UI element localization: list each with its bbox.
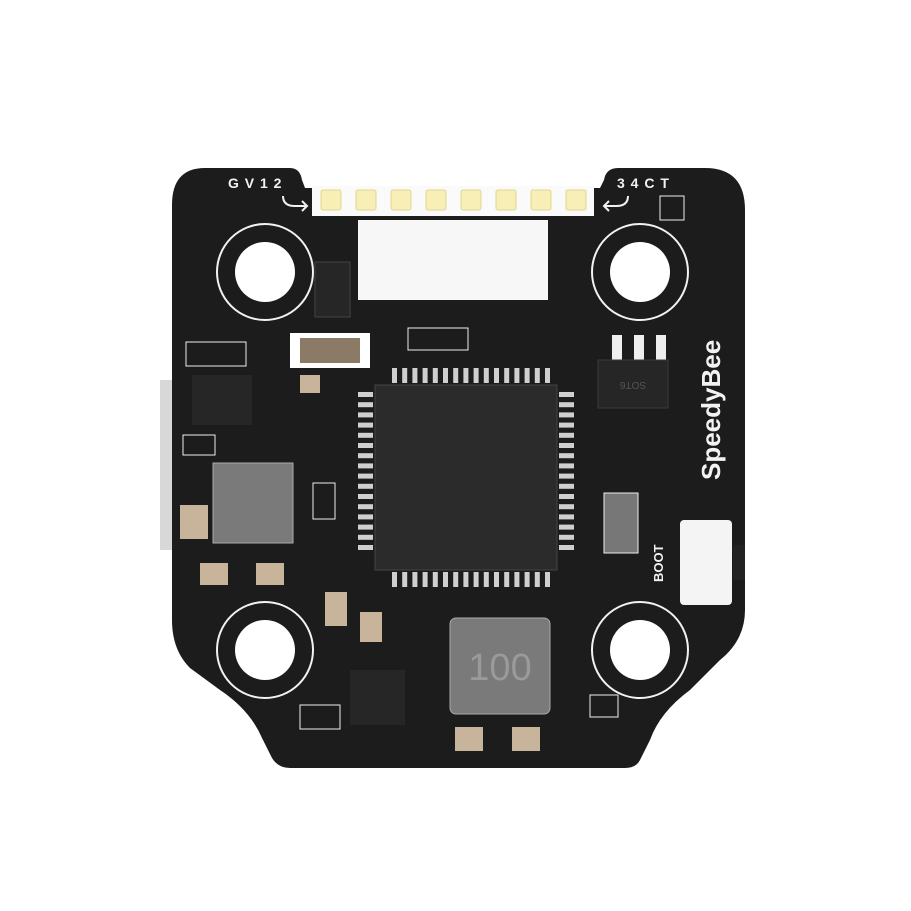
mcu-pin	[524, 572, 530, 587]
ic	[314, 261, 351, 318]
mcu-pin	[358, 504, 373, 510]
mcu-pin	[453, 572, 459, 587]
mcu-pin	[559, 412, 574, 418]
mcu-pin	[402, 572, 408, 587]
solder-pads	[320, 189, 587, 211]
mcu-pin	[473, 368, 479, 383]
mcu-pin	[534, 572, 540, 587]
mcu-pin	[559, 443, 574, 448]
mcu-pin	[402, 368, 408, 383]
ic	[192, 375, 252, 425]
mcu-pin	[559, 432, 574, 438]
ic	[350, 670, 405, 725]
mcu-pin	[559, 483, 574, 489]
mcu-pin	[358, 473, 373, 479]
voltage-regulator: SOT6	[597, 335, 669, 409]
mcu-pin	[412, 572, 418, 587]
mcu-pin	[473, 572, 479, 587]
mcu-pin	[443, 572, 448, 587]
mcu-pin	[524, 368, 530, 383]
mcu-pin	[432, 572, 438, 587]
mcu-pin	[453, 368, 459, 383]
mcu-pin	[559, 402, 574, 408]
mcu-pin	[483, 572, 489, 587]
mcu-pin	[494, 368, 499, 383]
boot-button[interactable]	[680, 520, 732, 605]
mcu-pin	[358, 412, 373, 418]
mcu-pin	[559, 463, 574, 469]
right-pad-label: 3 4 C T	[617, 175, 670, 191]
arrow-left-icon	[602, 195, 629, 212]
mcu-pin	[514, 368, 520, 383]
mcu-pin	[494, 572, 499, 587]
mcu-pin	[483, 368, 489, 383]
inductor-marking: 100	[468, 647, 531, 689]
mcu-pin	[559, 392, 574, 397]
mcu-pin	[358, 402, 373, 408]
component	[603, 492, 639, 554]
mcu-pin	[559, 524, 574, 530]
mcu-pin	[358, 494, 373, 499]
mcu-pin	[559, 504, 574, 510]
mcu-pin	[559, 422, 574, 428]
mcu-pin	[358, 443, 373, 448]
boot-button-actuator[interactable]	[733, 545, 745, 580]
brand-logo: SpeedyBee	[696, 340, 726, 480]
mcu-pin	[358, 514, 373, 520]
mcu-pin	[358, 432, 373, 438]
inductor-left	[212, 462, 294, 544]
mcu-pin	[559, 453, 574, 459]
mcu-pin	[559, 534, 574, 540]
mcu-pin	[392, 368, 397, 383]
mcu-pin	[358, 422, 373, 428]
mcu-pin	[358, 463, 373, 469]
mcu-pin	[358, 524, 373, 530]
mcu-pin	[432, 368, 438, 383]
mcu-pin	[514, 572, 520, 587]
solder-pad-strip	[312, 186, 594, 216]
mcu-pin	[559, 514, 574, 520]
mcu-pin	[504, 572, 510, 587]
mcu-pin	[392, 572, 397, 587]
mcu-pin	[559, 494, 574, 499]
capacitor	[300, 338, 360, 363]
mcu-pin	[358, 545, 373, 550]
mcu-pin	[545, 572, 550, 587]
mcu-pin	[358, 534, 373, 540]
mcu-pin	[463, 368, 469, 383]
arrow-right-icon	[282, 195, 309, 212]
mcu-pin	[412, 368, 418, 383]
mcu-pin	[358, 392, 373, 397]
mcu-pin	[358, 483, 373, 489]
passive-components	[180, 195, 685, 751]
inductor-bottom	[449, 617, 551, 715]
mcu-pin	[422, 368, 428, 383]
mcu-pin	[559, 545, 574, 550]
mcu-pin	[443, 368, 448, 383]
mcu-pin	[504, 368, 510, 383]
mcu-pin	[559, 473, 574, 479]
mcu-chip	[358, 368, 574, 587]
boot-label: BOOT	[651, 544, 666, 582]
connector	[358, 220, 548, 300]
regulator-marking: SOT6	[620, 379, 647, 390]
mcu-pin	[422, 572, 428, 587]
mcu-pin	[534, 368, 540, 383]
mcu-pin	[463, 572, 469, 587]
mcu-pin	[545, 368, 550, 383]
mcu-pin	[358, 453, 373, 459]
mounting-holes	[216, 223, 689, 699]
left-pad-label: G V 1 2	[228, 175, 282, 191]
